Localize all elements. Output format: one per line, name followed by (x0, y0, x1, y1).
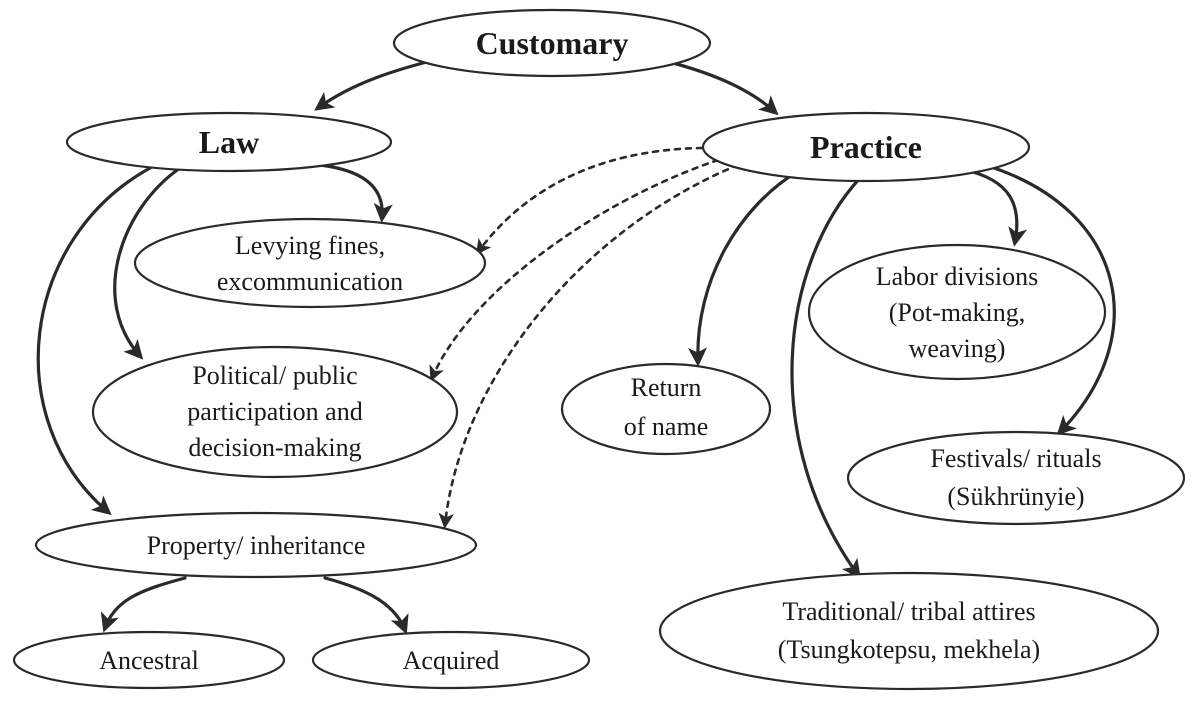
edge-law-property (36, 166, 152, 516)
node-acquired-label: Acquired (403, 646, 500, 675)
node-labor-line-1: Labor divisions (876, 262, 1039, 291)
node-law-label: Law (199, 124, 259, 160)
node-festivals-line-2: (Sükhrünyie) (947, 482, 1084, 511)
node-political-line-3: decision-making (188, 433, 361, 462)
edge-practice-attires (790, 176, 862, 579)
node-labor: Labor divisions (Pot-making, weaving) (807, 243, 1107, 381)
node-return-name: Return of name (560, 362, 772, 456)
edge-practice-labor (963, 168, 1028, 247)
node-labor-line-3: weaving) (909, 334, 1006, 363)
edge-practice-festivals (983, 163, 1116, 436)
node-practice: Practice (701, 111, 1031, 183)
node-practice-label: Practice (810, 129, 922, 165)
node-customary: Customary (392, 8, 712, 78)
edge-law-levying (318, 163, 393, 223)
node-levying-line-2: excommunication (217, 267, 403, 296)
node-festivals: Festivals/ rituals (Sükhrünyie) (846, 430, 1186, 526)
node-levying-line-1: Levying fines, (235, 231, 385, 260)
node-property: Property/ inheritance (34, 511, 478, 579)
node-attires-line-1: Traditional/ tribal attires (782, 597, 1035, 626)
node-property-label: Property/ inheritance (147, 531, 366, 560)
node-return-name-line-2: of name (624, 412, 708, 441)
node-attires: Traditional/ tribal attires (Tsungkoteps… (658, 571, 1160, 691)
node-levying: Levying fines, excommunication (133, 217, 487, 309)
node-ancestral-label: Ancestral (99, 646, 199, 675)
node-political: Political/ public participation and deci… (91, 345, 459, 479)
node-acquired: Acquired (311, 630, 591, 690)
edge-practice-levying-dashed (475, 146, 704, 256)
edge-practice-return (687, 168, 802, 367)
node-ancestral: Ancestral (12, 630, 286, 690)
node-labor-line-2: (Pot-making, (889, 298, 1026, 327)
edge-property-acquired (323, 576, 409, 635)
node-return-name-line-1: Return (631, 373, 702, 402)
edge-property-ancestral (100, 576, 187, 633)
node-law: Law (65, 111, 393, 173)
edges (36, 53, 1116, 635)
edge-practice-property-dashed (438, 163, 740, 529)
node-customary-label: Customary (476, 25, 629, 61)
node-festivals-line-1: Festivals/ rituals (930, 444, 1101, 473)
node-attires-line-2: (Tsungkotepsu, mekhela) (778, 635, 1040, 664)
node-political-line-2: participation and (187, 397, 362, 426)
node-political-line-1: Political/ public (192, 361, 357, 390)
edge-law-political (113, 166, 182, 360)
